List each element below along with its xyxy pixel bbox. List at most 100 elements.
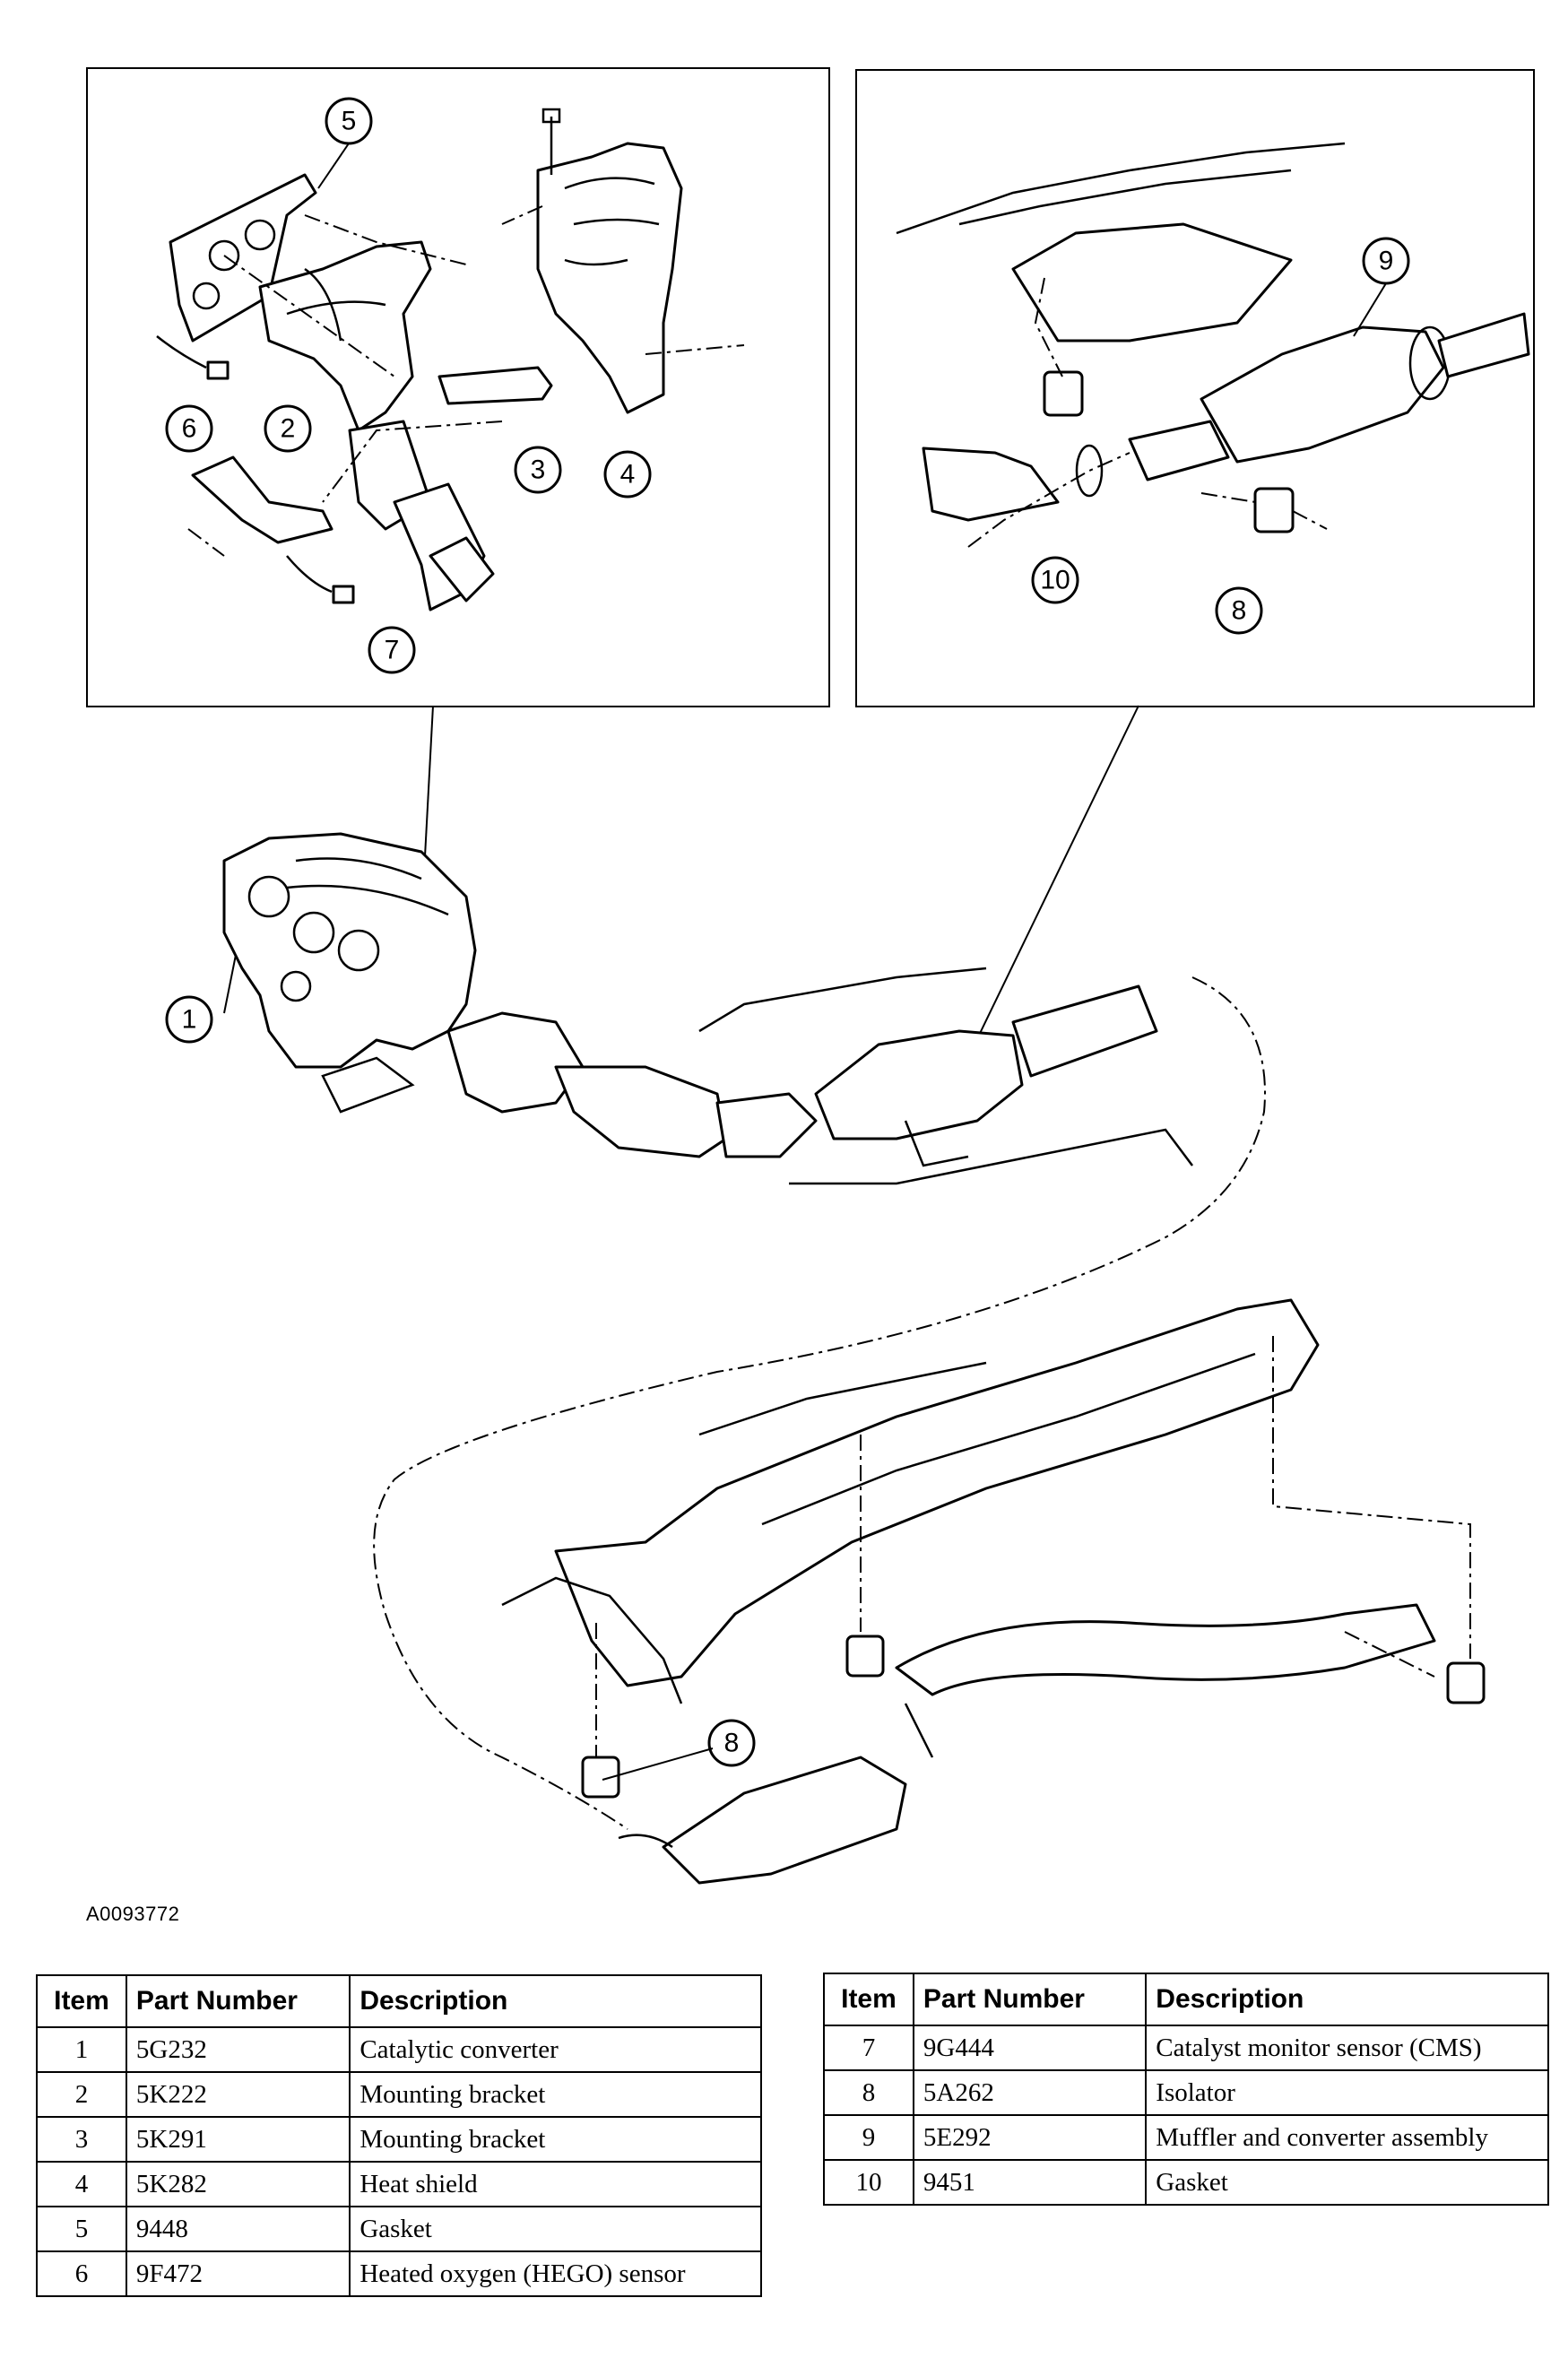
svg-text:6: 6 [182, 414, 197, 444]
svg-text:9: 9 [1379, 247, 1394, 276]
detail-bubble-outline [373, 976, 1266, 1830]
part-description: Heat shield [349, 2161, 762, 2207]
hego-sensor-drawing [156, 335, 230, 380]
left-inset-dashlines [187, 205, 745, 557]
part-number: 9F472 [125, 2250, 351, 2297]
callout-3: 3 [514, 446, 562, 494]
item-number: 8 [823, 2069, 914, 2116]
main-converter-drawing [321, 1011, 818, 1158]
cms-sensor-drawing [286, 555, 355, 604]
header-item: Item [823, 1973, 914, 2026]
part-description: Heated oxygen (HEGO) sensor [349, 2250, 762, 2297]
part-description: Isolator [1145, 2069, 1549, 2116]
main-manifold-drawing [222, 832, 477, 1069]
figure-code: A0093772 [86, 1903, 180, 1925]
part-description: Catalyst monitor sensor (CMS) [1145, 2025, 1549, 2071]
callout-5: 5 [325, 97, 373, 145]
callout-8-inset: 8 [1215, 586, 1263, 635]
heat-shield-drawing [536, 108, 683, 414]
table-header-row: Item Part Number Description [36, 1974, 762, 2028]
svg-text:3: 3 [531, 455, 546, 485]
svg-text:1: 1 [182, 1005, 197, 1035]
header-part-number: Part Number [125, 1974, 351, 2028]
svg-text:8: 8 [1232, 596, 1247, 626]
part-number: 9448 [125, 2206, 351, 2252]
isolators-underbody-drawing [581, 1635, 1486, 1799]
converter-muffler-assembly-drawing [1128, 312, 1530, 481]
underbody-pipe-muffler-drawing [618, 1603, 1436, 1885]
main-floor-converter-drawing [698, 967, 1193, 1185]
part-number: 9451 [912, 2159, 1148, 2206]
header-part-number: Part Number [912, 1973, 1148, 2026]
callout-10: 10 [1031, 556, 1079, 604]
bracket-3-drawing [437, 366, 553, 405]
callout-4: 4 [603, 450, 652, 499]
callout-2: 2 [264, 404, 312, 453]
item-number: 5 [36, 2206, 127, 2252]
part-number: 9G444 [912, 2025, 1148, 2071]
isolator-right-drawing [1043, 370, 1295, 533]
header-description: Description [1145, 1973, 1549, 2026]
item-number: 10 [823, 2159, 914, 2206]
item-number: 4 [36, 2161, 127, 2207]
callout-1: 1 [165, 995, 213, 1044]
item-number: 6 [36, 2250, 127, 2297]
svg-text:7: 7 [385, 636, 400, 665]
part-description: Mounting bracket [349, 2116, 762, 2163]
leader-line-9 [1353, 282, 1387, 337]
header-item: Item [36, 1974, 127, 2028]
inlet-pipe-drawing [922, 447, 1060, 522]
part-description: Mounting bracket [349, 2071, 762, 2118]
part-number: 5K222 [125, 2071, 351, 2118]
underbody-dashlines [595, 1336, 1471, 1757]
underbody-frame-drawing [501, 1298, 1320, 1704]
part-description: Gasket [349, 2206, 762, 2252]
gasket-10-drawing [1075, 444, 1104, 498]
svg-text:5: 5 [342, 107, 357, 136]
svg-text:4: 4 [620, 460, 636, 490]
leader-line-8 [602, 1747, 714, 1781]
item-number: 1 [36, 2026, 127, 2073]
part-number: 5E292 [912, 2114, 1148, 2161]
svg-text:10: 10 [1040, 566, 1070, 595]
item-number: 3 [36, 2116, 127, 2163]
callout-8-underbody: 8 [707, 1719, 756, 1767]
right-inset-dashlines [967, 277, 1328, 548]
item-number: 2 [36, 2071, 127, 2118]
item-number: 9 [823, 2114, 914, 2161]
leader-line-5 [317, 143, 350, 189]
callout-6: 6 [165, 404, 213, 453]
part-description: Catalytic converter [349, 2026, 762, 2073]
callout-9: 9 [1362, 237, 1410, 285]
part-number: 5K282 [125, 2161, 351, 2207]
floor-pan-drawing [896, 142, 1346, 343]
item-number: 7 [823, 2025, 914, 2071]
table-header-row: Item Part Number Description [823, 1973, 1549, 2026]
gasket-drawing [169, 173, 317, 343]
part-number: 5A262 [912, 2069, 1148, 2116]
part-description: Muffler and converter assembly [1145, 2114, 1549, 2161]
svg-text:2: 2 [281, 414, 296, 444]
leader-line-right [958, 705, 1139, 1077]
bracket-2-drawing [191, 455, 334, 544]
part-number: 5K291 [125, 2116, 351, 2163]
part-number: 5G232 [125, 2026, 351, 2073]
part-description: Gasket [1145, 2159, 1549, 2206]
callout-7: 7 [368, 626, 416, 674]
manifold-drawing [258, 240, 495, 611]
header-description: Description [349, 1974, 762, 2028]
svg-text:8: 8 [724, 1729, 740, 1758]
